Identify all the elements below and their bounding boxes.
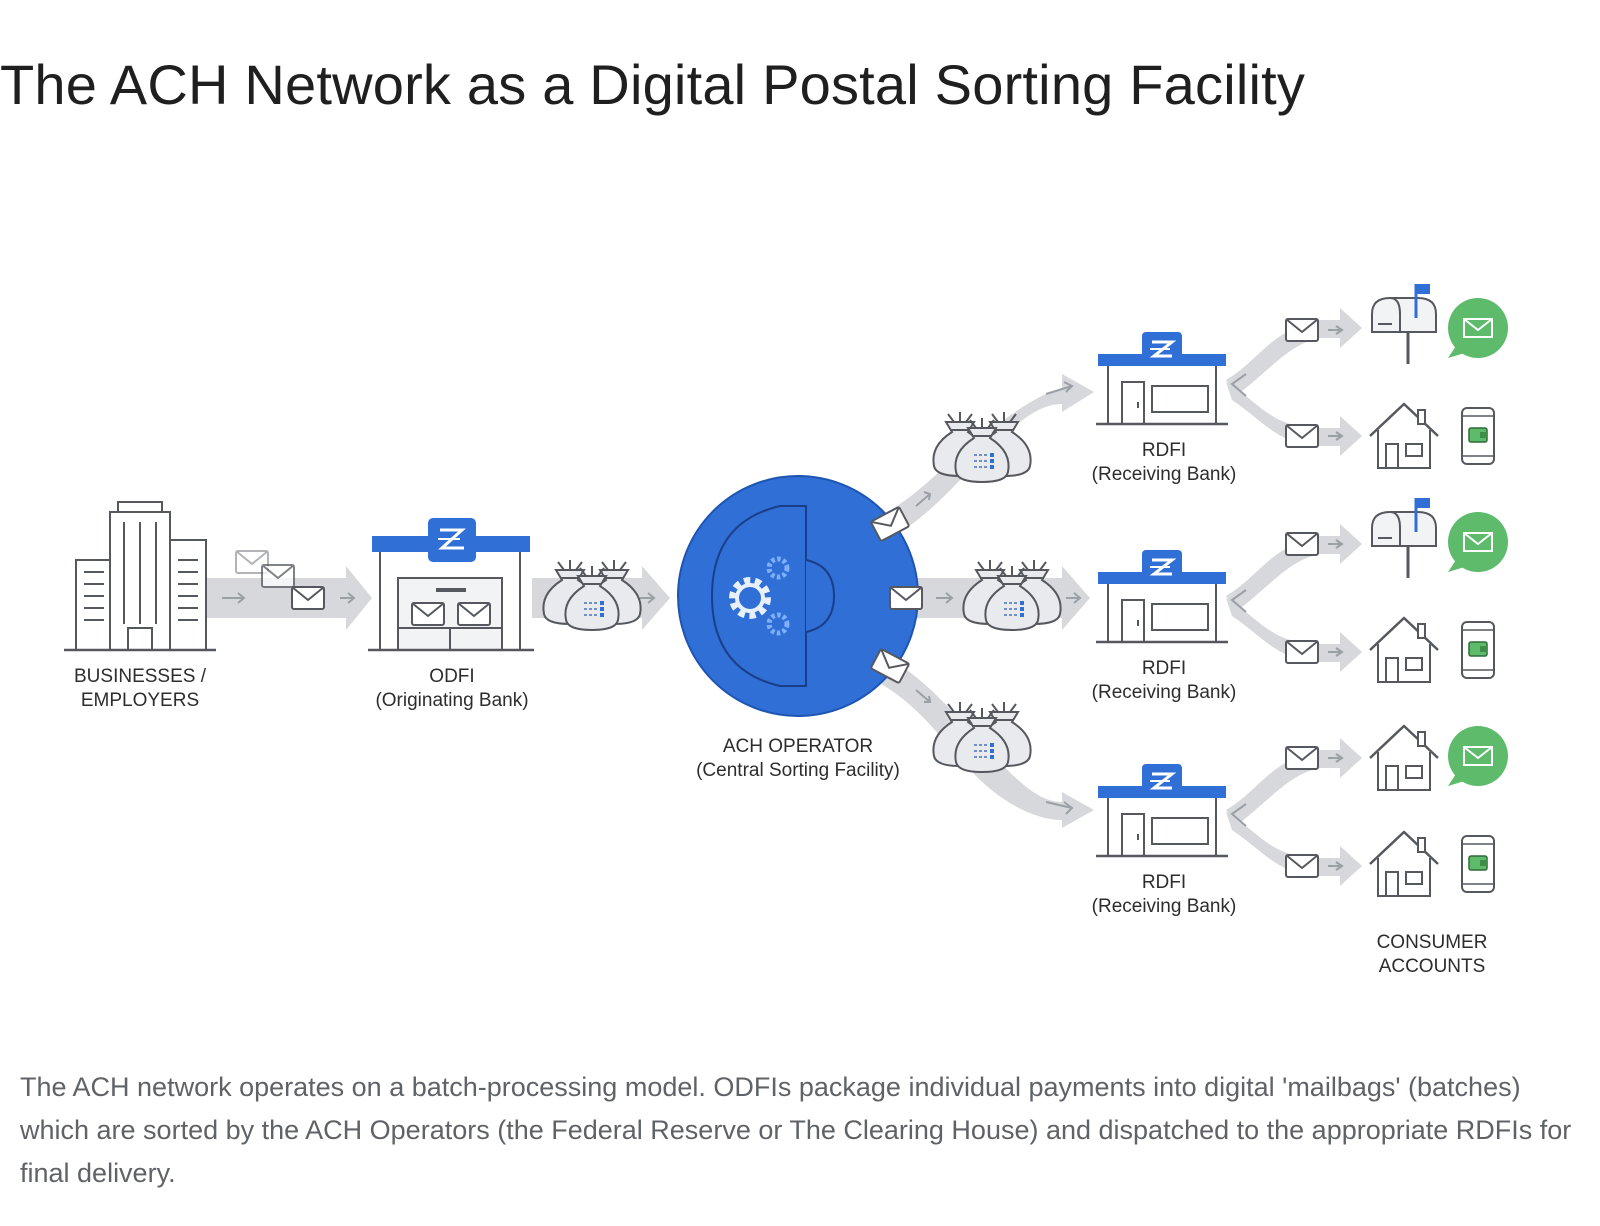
rdfi-label-2: (Receiving Bank) — [1092, 464, 1237, 485]
phone-wallet-icon — [1461, 621, 1495, 679]
mailbag-icon — [963, 560, 1060, 630]
envelope-icon — [1285, 424, 1319, 448]
odfi-label: ODFI — [429, 666, 474, 687]
mailbox-icon — [1370, 496, 1438, 580]
envelope-icon — [889, 586, 923, 610]
rdfi-bank-icon — [1094, 330, 1230, 426]
flow-arrow-marks — [222, 325, 1344, 871]
gear-icon — [729, 556, 790, 636]
house-icon — [1368, 724, 1440, 792]
envelope-icon — [291, 586, 325, 610]
message-bubble-icon — [1447, 511, 1509, 573]
diagram-caption: The ACH network operates on a batch-proc… — [20, 1072, 1572, 1188]
operator-label-2: (Central Sorting Facility) — [696, 760, 900, 781]
post-office-icon — [368, 518, 534, 652]
house-icon — [1368, 830, 1440, 898]
mailbag-icon — [933, 702, 1030, 772]
rdfi-label: RDFI — [1142, 658, 1186, 679]
rdfi-label: RDFI — [1142, 872, 1186, 893]
office-building-icon — [64, 501, 216, 652]
rdfi-label-2: (Receiving Bank) — [1092, 682, 1237, 703]
envelope-icon — [1285, 854, 1319, 878]
house-icon — [1368, 402, 1440, 470]
rdfi-bank-icon — [1094, 762, 1230, 858]
mailbag-icon — [543, 560, 640, 630]
envelope-icon — [261, 564, 295, 588]
consumers-label-2: ACCOUNTS — [1379, 956, 1486, 977]
consumers-label: CONSUMER — [1377, 932, 1488, 953]
ach-operator-hub — [677, 475, 919, 717]
phone-wallet-icon — [1461, 835, 1495, 893]
envelope-icon — [1285, 746, 1319, 770]
message-bubble-icon — [1447, 725, 1509, 787]
businesses-label: BUSINESSES / — [74, 666, 207, 687]
operator-label: ACH OPERATOR — [723, 736, 873, 757]
envelope-icon — [1285, 532, 1319, 556]
rdfi-bank-icon — [1094, 548, 1230, 644]
odfi-label-2: (Originating Bank) — [375, 690, 528, 711]
mailbag-icon — [933, 412, 1030, 482]
house-icon — [1368, 616, 1440, 684]
message-bubble-icon — [1447, 297, 1509, 359]
rdfi-label: RDFI — [1142, 440, 1186, 461]
mailbox-icon — [1370, 282, 1438, 366]
phone-wallet-icon — [1461, 407, 1495, 465]
envelope-icon — [1285, 640, 1319, 664]
page-title: The ACH Network as a Digital Postal Sort… — [0, 53, 1306, 116]
envelope-icon — [1285, 318, 1319, 342]
businesses-label-2: EMPLOYERS — [81, 690, 199, 711]
rdfi-label-2: (Receiving Bank) — [1092, 896, 1237, 917]
